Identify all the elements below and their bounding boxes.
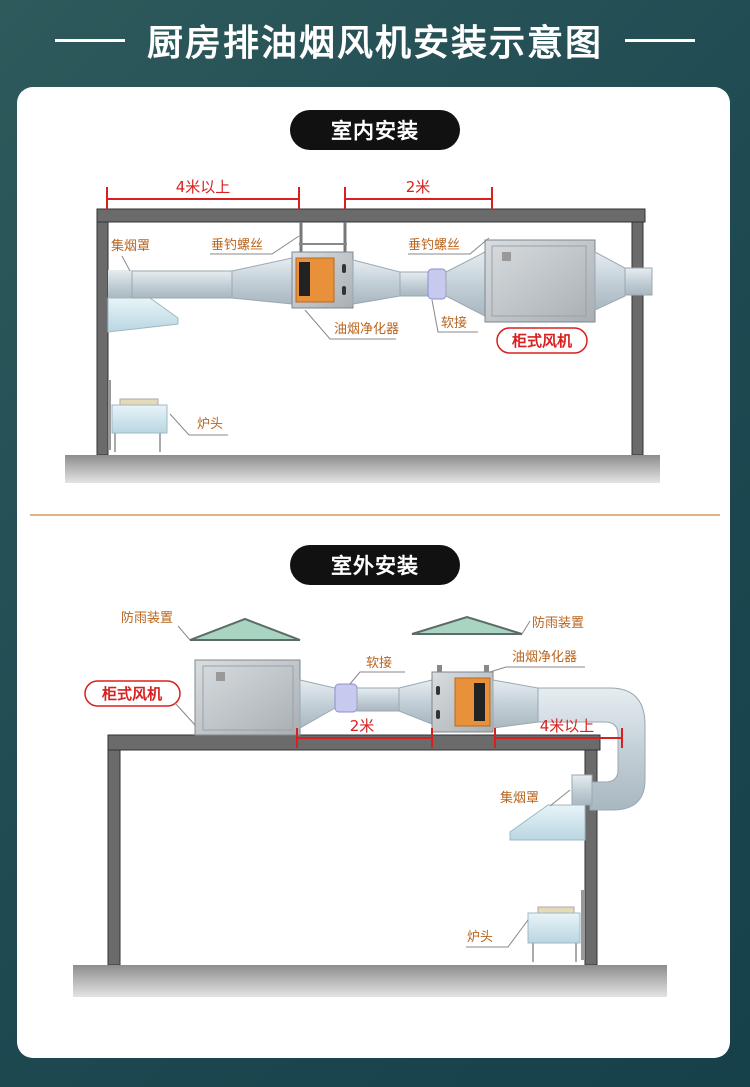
purifier-label: 油烟净化器 <box>334 322 399 337</box>
floor <box>65 455 660 483</box>
cabinet-fan-label: 柜式风机 <box>511 332 572 350</box>
right-wall <box>631 221 644 456</box>
dimension-4m-label: 4米以上 <box>540 717 595 735</box>
hanger-left-label: 垂钓螺丝 <box>211 238 263 253</box>
cabinet-fan-callout <box>84 680 181 707</box>
cabinet-fan <box>484 239 596 323</box>
stove-burner <box>119 398 159 406</box>
stove-label: 炉头 <box>197 417 223 432</box>
stove-label: 炉头 <box>467 930 493 945</box>
duct-reducer <box>231 257 293 305</box>
dimension-4m <box>106 187 300 210</box>
rain-cap-right <box>411 615 523 635</box>
floor <box>73 965 667 997</box>
hood-collar <box>108 270 134 298</box>
indoor-diagram: 4米以上 2米 集烟罩 <box>65 178 660 483</box>
hood-label: 集烟罩 <box>111 238 150 254</box>
outdoor-heading: 室外安装 <box>290 545 460 585</box>
hood-collar <box>571 774 593 806</box>
outdoor-diagram: 2米 4米以上 防雨装置 防雨装置 软接 油烟净化器 柜式风机 集烟罩 炉头 <box>73 610 667 997</box>
stove <box>527 912 581 944</box>
dimension-4m-label: 4米以上 <box>176 178 231 196</box>
range-hood <box>107 297 179 333</box>
cabinet-fan-callout <box>496 327 588 354</box>
title-left-rule <box>54 38 125 42</box>
section-divider <box>30 514 720 516</box>
page-title: 厨房排油烟风机安装示意图 <box>146 23 603 64</box>
stove-burner <box>537 906 575 914</box>
indoor-heading: 室内安装 <box>290 110 460 150</box>
ceiling-beam <box>96 208 646 223</box>
stove <box>111 404 168 434</box>
dimension-4m <box>494 728 623 748</box>
dimension-2m <box>296 728 433 748</box>
cabinet-fan-label: 柜式风机 <box>101 685 162 703</box>
rain-cap-right-label: 防雨装置 <box>532 615 584 631</box>
flex-joint-label: 软接 <box>441 315 467 331</box>
dimension-2m-label: 2米 <box>350 717 375 735</box>
flex-joint-label: 软接 <box>366 655 392 671</box>
left-wall <box>107 749 121 966</box>
title-row: 厨房排油烟风机安装示意图 <box>0 10 750 70</box>
cabinet-fan <box>194 659 301 736</box>
rain-cap-left-label: 防雨装置 <box>121 610 173 626</box>
duct-pipe <box>131 270 233 299</box>
rain-cap-left <box>189 617 301 641</box>
dimension-2m <box>344 187 493 210</box>
range-hood <box>509 804 586 841</box>
purifier-label: 油烟净化器 <box>512 650 577 665</box>
hood-label: 集烟罩 <box>500 790 539 806</box>
title-right-rule <box>625 38 695 42</box>
exhaust-outlet <box>624 267 653 296</box>
flexible-joint <box>427 268 447 300</box>
roof-beam <box>107 734 601 751</box>
hanger-right-label: 垂钓螺丝 <box>408 238 460 253</box>
dimension-2m-label: 2米 <box>406 178 431 196</box>
flexible-joint <box>334 683 358 713</box>
left-wall <box>96 221 109 456</box>
